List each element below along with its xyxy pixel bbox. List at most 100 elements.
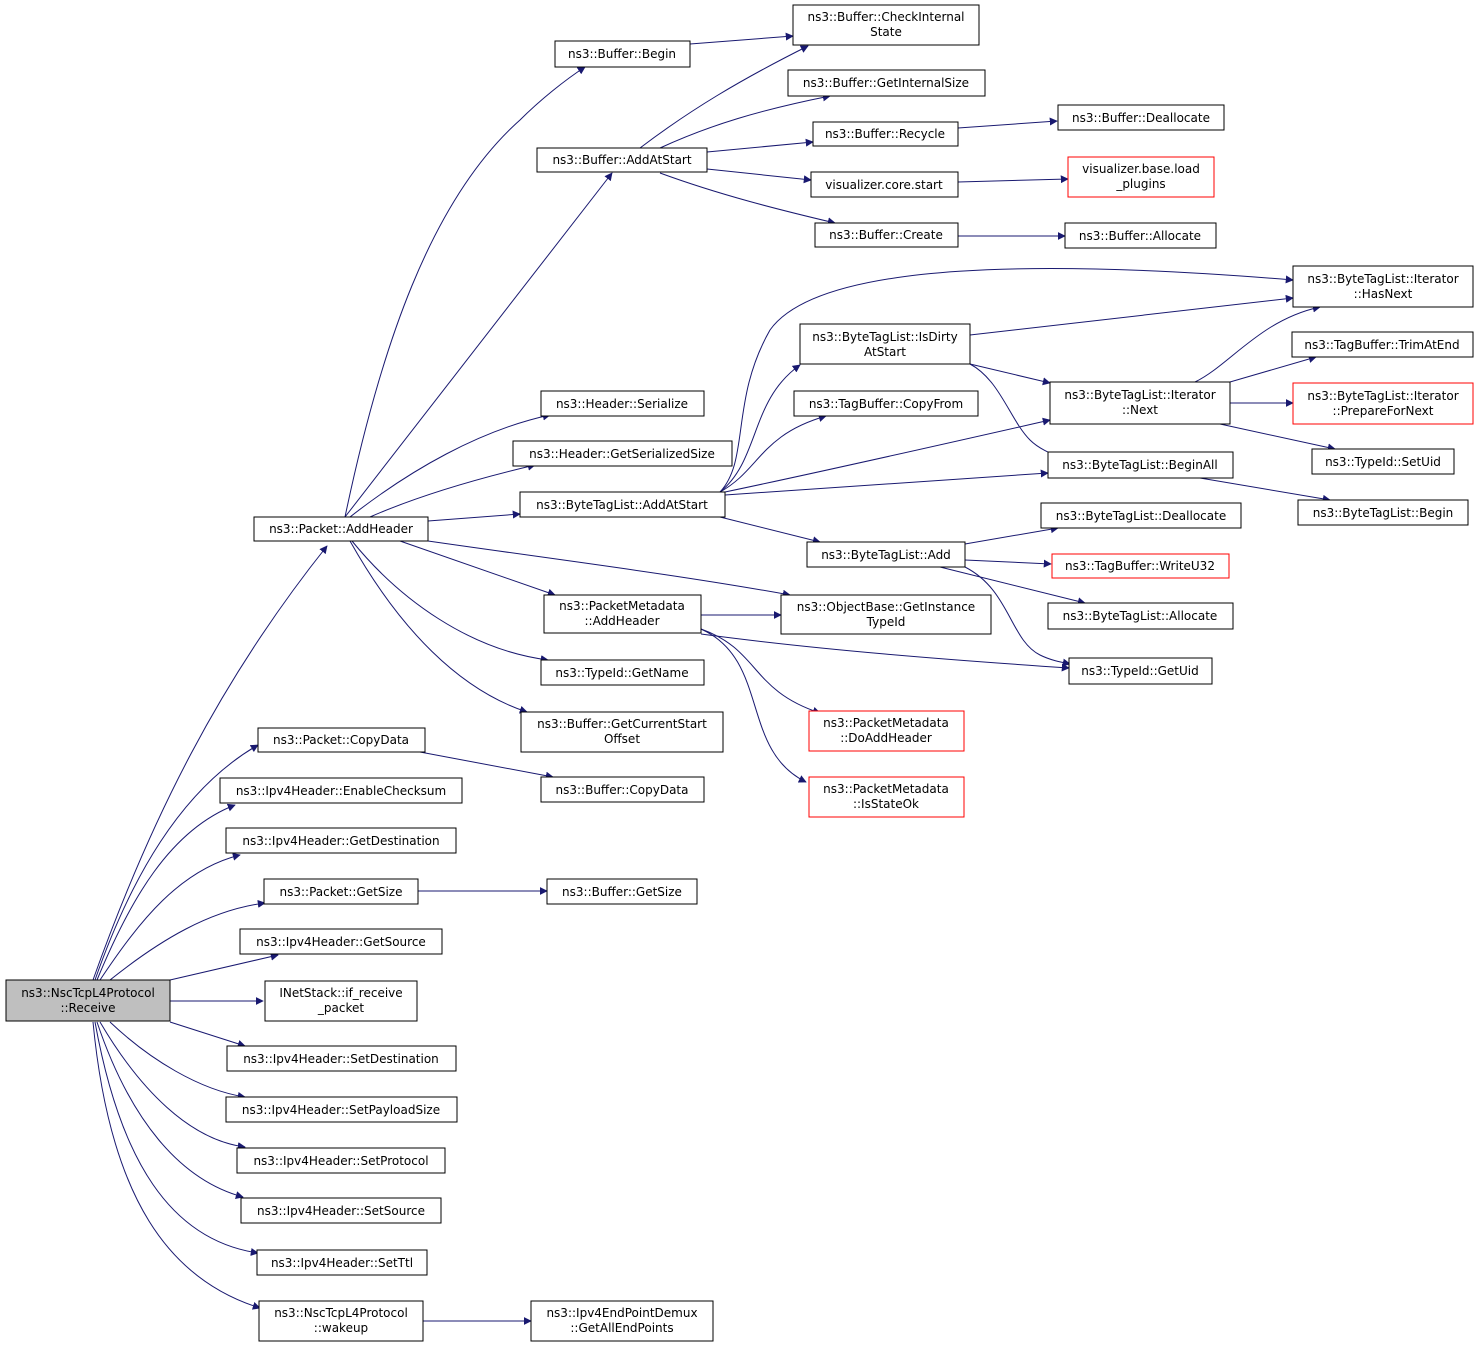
node-bytetaglist-add[interactable]: ns3::ByteTagList::Add: [806, 541, 966, 568]
node-nsctcpl4protocol-wakeup[interactable]: ns3::NscTcpL4Protocol ::wakeup: [258, 1300, 424, 1342]
node-tagbuffer-writeu32[interactable]: ns3::TagBuffer::WriteU32: [1051, 553, 1230, 579]
node-buffer-checkinternalstate[interactable]: ns3::Buffer::CheckInternal State: [792, 4, 980, 46]
edge-root-pkt-getsize: [109, 899, 266, 981]
node-bytetaglist-iterator-hasnext[interactable]: ns3::ByteTagList::Iterator ::HasNext: [1292, 265, 1474, 308]
svg-text:ns3::ByteTagList::Iterator: ns3::ByteTagList::Iterator: [1307, 272, 1458, 286]
edge-pkt-buf-addatstart: [344, 172, 613, 518]
svg-text:ns3::ByteTagList::Iterator: ns3::ByteTagList::Iterator: [1307, 389, 1458, 403]
node-buffer-copydata[interactable]: ns3::Buffer::CopyData: [540, 776, 705, 803]
svg-text:ns3::NscTcpL4Protocol: ns3::NscTcpL4Protocol: [21, 986, 155, 1000]
edge-pkt-hdr-getsersize: [369, 462, 536, 518]
svg-text:::DoAddHeader: ::DoAddHeader: [840, 731, 932, 745]
node-bytetaglist-beginall[interactable]: ns3::ByteTagList::BeginAll: [1047, 451, 1234, 479]
node-visualizer-base-load-plugins[interactable]: visualizer.base.load _plugins: [1067, 156, 1215, 198]
node-typeid-setuid[interactable]: ns3::TypeId::SetUid: [1311, 448, 1455, 475]
node-buffer-getcurrentstartoffset[interactable]: ns3::Buffer::GetCurrentStart Offset: [520, 711, 724, 753]
node-packet-addheader[interactable]: ns3::Packet::AddHeader: [253, 516, 429, 542]
node-bytetaglist-begin[interactable]: ns3::ByteTagList::Begin: [1297, 499, 1469, 526]
svg-text:ns3::Ipv4Header::SetSource: ns3::Ipv4Header::SetSource: [257, 1204, 425, 1218]
svg-text:ns3::Buffer::AddAtStart: ns3::Buffer::AddAtStart: [552, 153, 691, 167]
edge-root-ipv4-setdest: [169, 1021, 246, 1048]
edge-btl-add-getuid: [964, 566, 1071, 667]
node-bytetaglist-iterator-prepareformnext[interactable]: ns3::ByteTagList::Iterator ::PrepareForN…: [1292, 382, 1474, 425]
node-ipv4header-setttl[interactable]: ns3::Ipv4Header::SetTtl: [256, 1249, 428, 1276]
edge-btladd-itnext: [724, 417, 1051, 493]
svg-text:ns3::Buffer::Allocate: ns3::Buffer::Allocate: [1079, 229, 1201, 243]
svg-text:ns3::Buffer::GetCurrentStart: ns3::Buffer::GetCurrentStart: [537, 717, 707, 731]
edge-recycle-dealloc: [957, 117, 1058, 129]
node-bytetaglist-addatstart[interactable]: ns3::ByteTagList::AddAtStart: [519, 491, 726, 518]
svg-text:ns3::TypeId::SetUid: ns3::TypeId::SetUid: [1325, 455, 1441, 469]
node-ipv4header-getdestination[interactable]: ns3::Ipv4Header::GetDestination: [225, 827, 457, 854]
node-bytetaglist-deallocate[interactable]: ns3::ByteTagList::Deallocate: [1040, 502, 1242, 529]
svg-text:ns3::Packet::AddHeader: ns3::Packet::AddHeader: [269, 522, 413, 536]
svg-text:ns3::ByteTagList::Begin: ns3::ByteTagList::Begin: [1313, 506, 1454, 520]
svg-text:ns3::Ipv4Header::SetDestinatio: ns3::Ipv4Header::SetDestination: [243, 1052, 439, 1066]
edge-bufadd-check: [639, 45, 809, 149]
edge-btladd-btladd: [719, 516, 821, 545]
node-header-getserializedsize[interactable]: ns3::Header::GetSerializedSize: [512, 440, 733, 467]
node-packet-getsize[interactable]: ns3::Packet::GetSize: [263, 878, 419, 905]
svg-text:ns3::Ipv4Header::SetProtocol: ns3::Ipv4Header::SetProtocol: [253, 1154, 428, 1168]
node-ipv4endpointdemux-getallendpoints[interactable]: ns3::Ipv4EndPointDemux ::GetAllEndPoints: [530, 1300, 714, 1342]
svg-text:ns3::ByteTagList::Add: ns3::ByteTagList::Add: [821, 548, 951, 562]
node-header-serialize[interactable]: ns3::Header::Serialize: [540, 390, 705, 417]
svg-text:::AddHeader: ::AddHeader: [584, 614, 659, 628]
node-bytetaglist-iterator-next[interactable]: ns3::ByteTagList::Iterator ::Next: [1049, 381, 1231, 425]
edge-isdirty-itnext: [969, 363, 1051, 386]
node-bytetaglist-allocate[interactable]: ns3::ByteTagList::Allocate: [1047, 602, 1234, 630]
node-tagbuffer-trimatend[interactable]: ns3::TagBuffer::TrimAtEnd: [1291, 331, 1474, 358]
node-buffer-begin[interactable]: ns3::Buffer::Begin: [554, 40, 691, 68]
node-packetmetadata-doaddheader[interactable]: ns3::PacketMetadata ::DoAddHeader: [808, 710, 965, 752]
edge-pkt-typeid-getname: [351, 540, 549, 664]
node-packetmetadata-addheader[interactable]: ns3::PacketMetadata ::AddHeader: [543, 594, 702, 634]
edge-bufbegin-check: [689, 32, 794, 45]
node-ipv4header-setpayloadsize[interactable]: ns3::Ipv4Header::SetPayloadSize: [225, 1096, 458, 1123]
node-packetmetadata-isstateok[interactable]: ns3::PacketMetadata ::IsStateOk: [808, 776, 965, 818]
svg-text:ns3::ByteTagList::Allocate: ns3::ByteTagList::Allocate: [1063, 609, 1218, 623]
node-ipv4header-setsource[interactable]: ns3::Ipv4Header::SetSource: [240, 1197, 442, 1224]
node-buffer-allocate[interactable]: ns3::Buffer::Allocate: [1064, 222, 1217, 249]
node-nsc-receive[interactable]: ns3::NscTcpL4Protocol ::Receive: [5, 979, 171, 1022]
edge-root-pkt-copydata: [94, 744, 259, 981]
svg-text:ns3::TypeId::GetName: ns3::TypeId::GetName: [555, 666, 688, 680]
svg-text:_plugins: _plugins: [1115, 177, 1165, 191]
edge-bufadd-visstart: [706, 168, 812, 184]
node-buffer-recycle[interactable]: ns3::Buffer::Recycle: [812, 121, 959, 147]
node-typeid-getuid[interactable]: ns3::TypeId::GetUid: [1068, 657, 1213, 685]
node-buffer-getinternalsize[interactable]: ns3::Buffer::GetInternalSize: [787, 69, 986, 97]
edge-itnext-setuid: [1219, 423, 1336, 452]
edge-bufadd-recycle: [706, 138, 814, 153]
node-buffer-getsize[interactable]: ns3::Buffer::GetSize: [546, 878, 698, 905]
node-typeid-getname[interactable]: ns3::TypeId::GetName: [540, 659, 705, 686]
node-tagbuffer-copyfrom[interactable]: ns3::TagBuffer::CopyFrom: [793, 390, 979, 417]
svg-text:ns3::Ipv4EndPointDemux: ns3::Ipv4EndPointDemux: [546, 1306, 697, 1320]
edge-isdirty-beginall: [969, 363, 1063, 459]
svg-text:ns3::ByteTagList::Deallocate: ns3::ByteTagList::Deallocate: [1056, 509, 1226, 523]
node-buffer-addatstart[interactable]: ns3::Buffer::AddAtStart: [536, 147, 708, 173]
edge-pkt-buf-begin: [344, 66, 586, 518]
node-ipv4header-getsource[interactable]: ns3::Ipv4Header::GetSource: [239, 928, 443, 955]
node-bytetaglist-isdirtyatstart[interactable]: ns3::ByteTagList::IsDirty AtStart: [799, 323, 971, 365]
edge-root-pkt-addheader: [92, 545, 328, 981]
node-objectbase-getinstancetypeid[interactable]: ns3::ObjectBase::GetInstance TypeId: [780, 594, 992, 635]
svg-text:ns3::ByteTagList::Iterator: ns3::ByteTagList::Iterator: [1064, 388, 1215, 402]
node-ipv4header-setprotocol[interactable]: ns3::Ipv4Header::SetProtocol: [236, 1147, 446, 1174]
svg-text:ns3::Buffer::GetSize: ns3::Buffer::GetSize: [562, 885, 682, 899]
edge-pktcopy-bufcopy: [419, 751, 554, 780]
node-ipv4header-enablechecksum[interactable]: ns3::Ipv4Header::EnableChecksum: [219, 777, 463, 804]
node-packet-copydata[interactable]: ns3::Packet::CopyData: [257, 727, 426, 753]
svg-text:ns3::ObjectBase::GetInstance: ns3::ObjectBase::GetInstance: [797, 600, 975, 614]
svg-text:ns3::Ipv4Header::SetTtl: ns3::Ipv4Header::SetTtl: [271, 1256, 413, 1270]
node-visualizer-core-start[interactable]: visualizer.core.start: [810, 171, 959, 198]
svg-text:ns3::Buffer::Create: ns3::Buffer::Create: [829, 228, 943, 242]
edge-isdirty-hasnext: [969, 294, 1294, 336]
node-inetstack-if-receive-packet[interactable]: INetStack::if_receive _packet: [264, 980, 418, 1022]
node-buffer-create[interactable]: ns3::Buffer::Create: [814, 222, 959, 248]
svg-text:ns3::Ipv4Header::GetSource: ns3::Ipv4Header::GetSource: [256, 935, 426, 949]
edge-root-ipv4-setttl: [94, 1021, 259, 1256]
svg-text:ns3::ByteTagList::AddAtStart: ns3::ByteTagList::AddAtStart: [536, 498, 708, 512]
node-buffer-deallocate[interactable]: ns3::Buffer::Deallocate: [1057, 104, 1225, 131]
node-ipv4header-setdestination[interactable]: ns3::Ipv4Header::SetDestination: [226, 1045, 457, 1072]
